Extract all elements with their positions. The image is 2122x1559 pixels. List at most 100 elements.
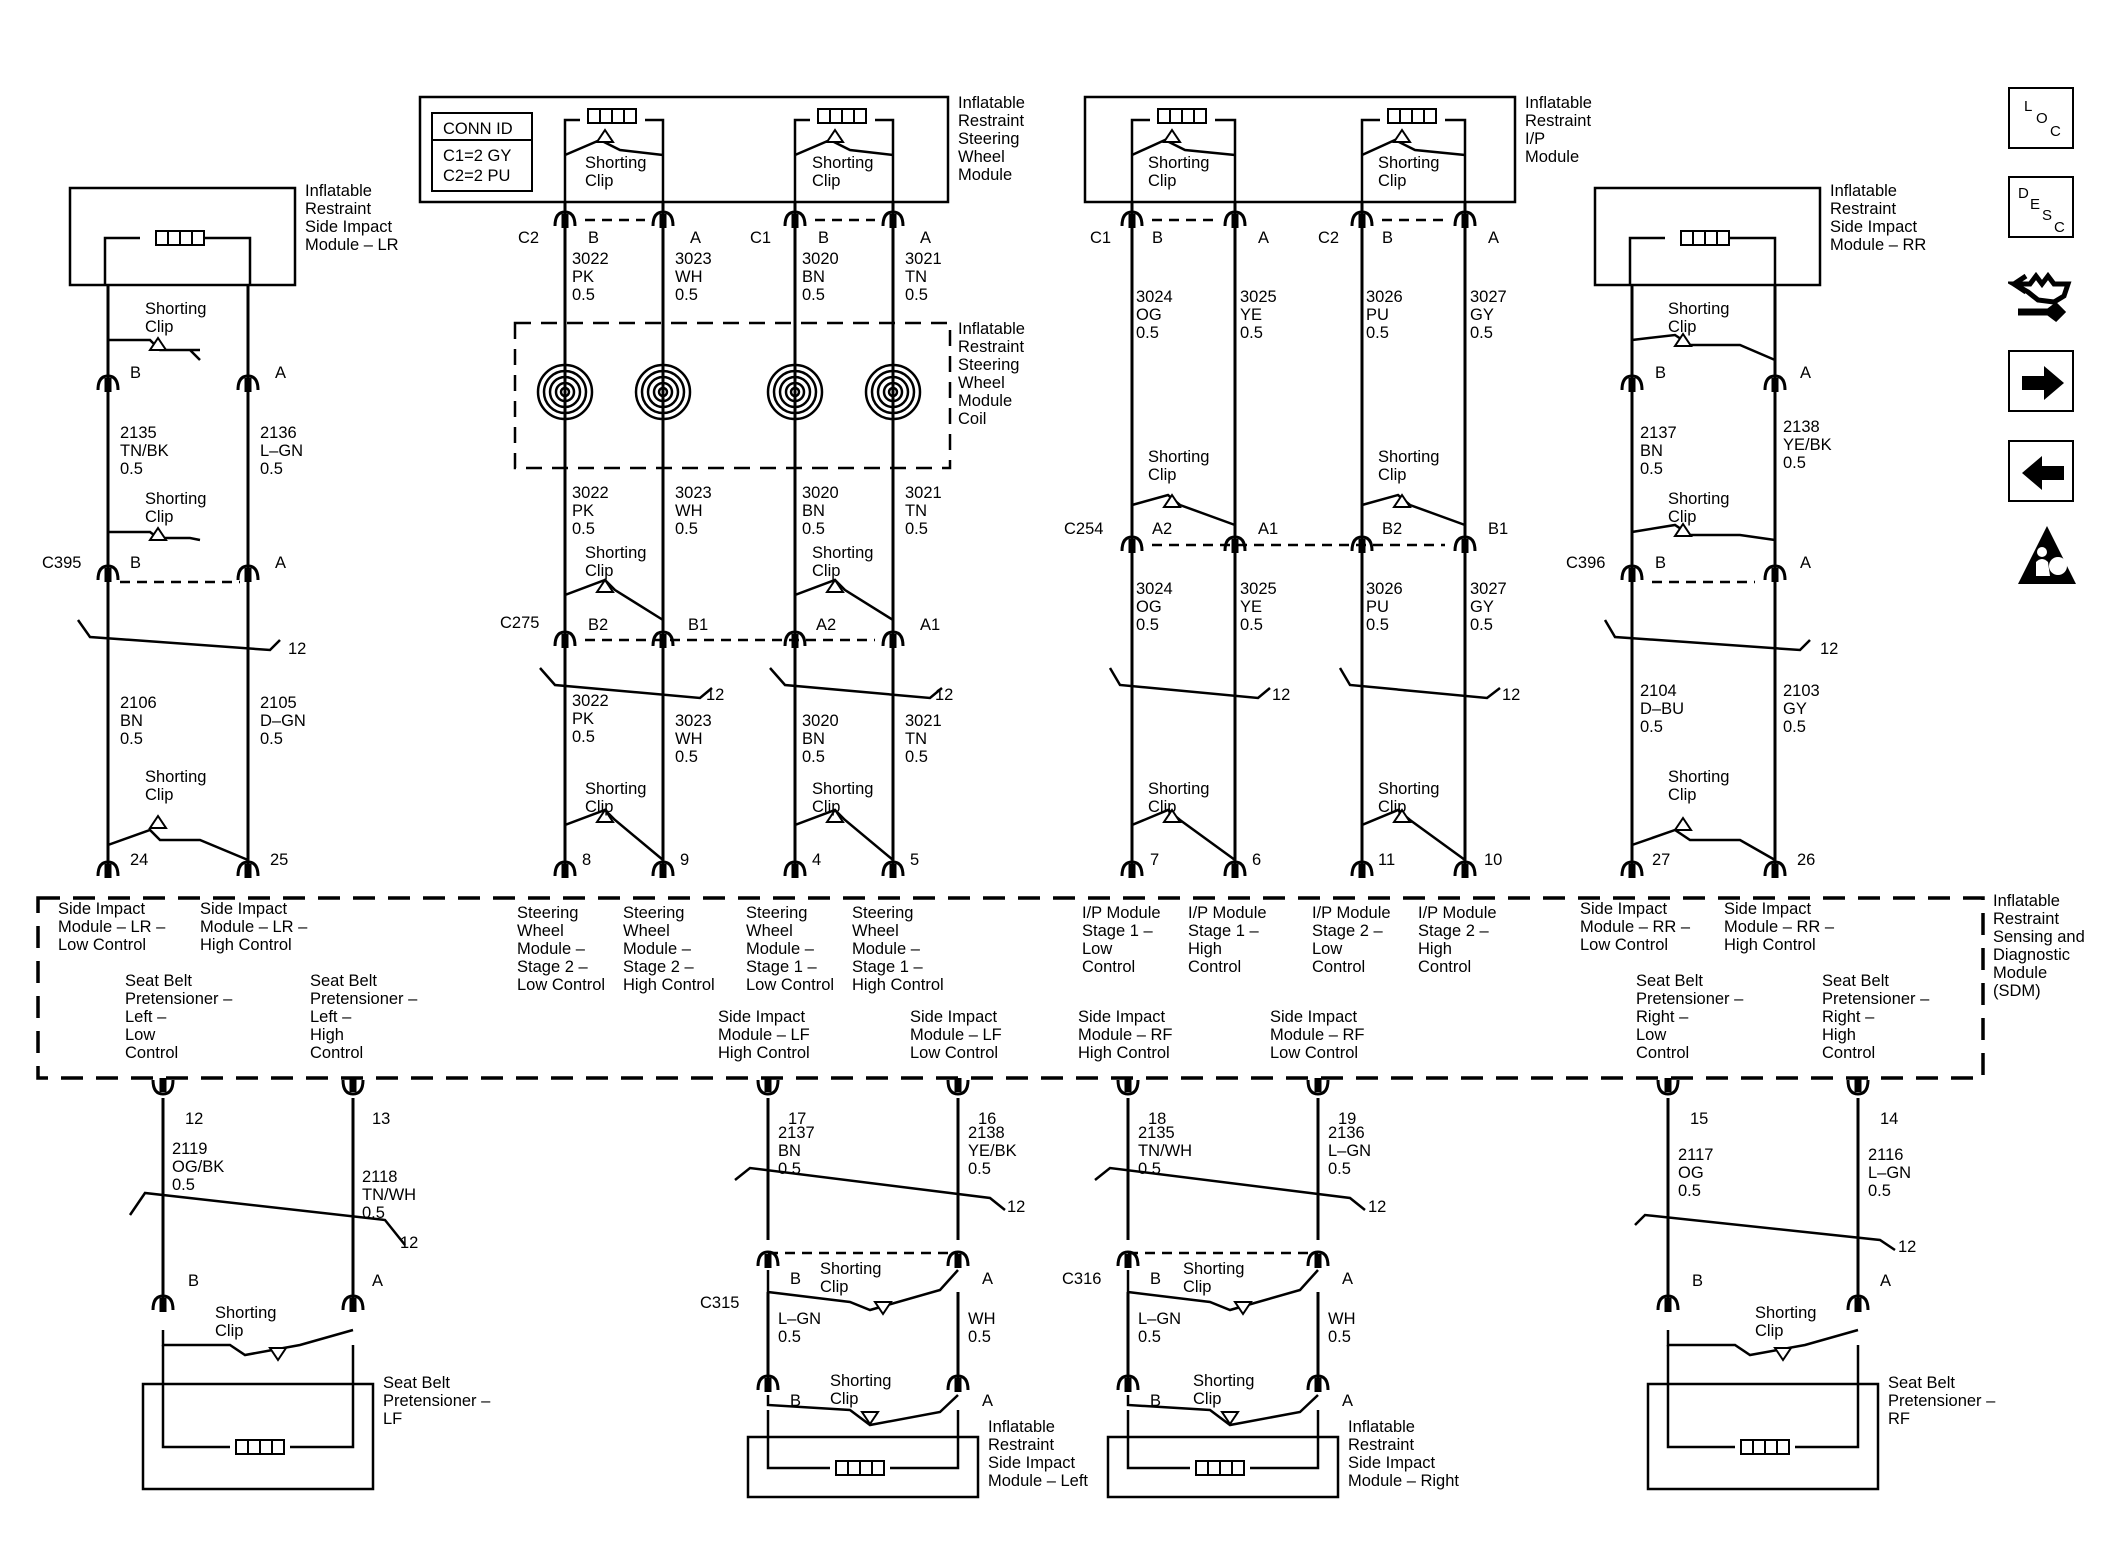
- wire-label: D–GN: [260, 712, 306, 730]
- pin-label: B2: [1382, 520, 1402, 538]
- connector-c1: C1: [1090, 229, 1111, 247]
- desc-icon[interactable]: D E S C: [2008, 176, 2074, 238]
- sdm-function-label: Seat Belt: [125, 972, 192, 990]
- component-title: Wheel: [958, 148, 1005, 166]
- pin-label: B: [790, 1392, 801, 1410]
- sdm-function-label: Side Impact: [200, 900, 288, 918]
- pin-label: A: [690, 229, 701, 247]
- shorting-clip-label: Clip: [1668, 508, 1696, 526]
- pin-label: A: [920, 229, 931, 247]
- component-title: Inflatable: [1348, 1418, 1415, 1436]
- component-title: (SDM): [1993, 982, 2041, 1000]
- sdm-function-label: Module –: [852, 940, 921, 958]
- shorting-clip-label: Clip: [145, 318, 173, 336]
- shorting-clip-label: Shorting: [830, 1372, 891, 1390]
- pin-label: B: [1152, 229, 1163, 247]
- shorting-clip-label: Shorting: [1378, 780, 1439, 798]
- sdm-function-label: Seat Belt: [1636, 972, 1703, 990]
- twisted-pair-label: 12: [706, 686, 724, 704]
- pin-label: A: [1880, 1272, 1891, 1290]
- sdm-function-label: Module – RF: [1270, 1026, 1364, 1044]
- shorting-clip-label: Shorting: [215, 1304, 276, 1322]
- wire-label: 3023: [675, 250, 712, 268]
- wire-label: 2118: [362, 1168, 397, 1186]
- shorting-clip-label: Shorting: [812, 780, 873, 798]
- pin-label: A2: [816, 616, 836, 634]
- wire-label: BN: [120, 712, 143, 730]
- wire-label: L–GN: [1328, 1142, 1371, 1160]
- connector-c1: C1: [750, 229, 771, 247]
- loc-icon[interactable]: L O C: [2008, 87, 2074, 149]
- sdm-function-label: High Control: [718, 1044, 810, 1062]
- wire-label: 3026: [1366, 580, 1403, 598]
- component-title: RF: [1888, 1410, 1910, 1428]
- component-title: Steering: [958, 130, 1019, 148]
- wire-label: 0.5: [802, 748, 825, 766]
- component-title: Restraint: [305, 200, 371, 218]
- pin-label: A1: [1258, 520, 1278, 538]
- component-title: Inflatable: [958, 94, 1025, 112]
- pin-label: A: [1342, 1270, 1353, 1288]
- wire-label: OG: [1136, 598, 1162, 616]
- wire-label: 2104: [1640, 682, 1677, 700]
- sdm-function-label: Module – RF: [1078, 1026, 1172, 1044]
- next-arrow-icon[interactable]: [2008, 350, 2074, 412]
- shorting-clip-label: Shorting: [145, 300, 206, 318]
- previous-arrow-icon[interactable]: [2008, 440, 2074, 502]
- shorting-clip-label: Clip: [145, 786, 173, 804]
- wire-label: PK: [572, 502, 594, 520]
- pin-label: B: [1382, 229, 1393, 247]
- sdm-function-label: Module – LF: [910, 1026, 1002, 1044]
- harness-icon[interactable]: [2004, 262, 2074, 332]
- wire-label: OG: [1136, 306, 1162, 324]
- sdm-function-label: I/P Module: [1082, 904, 1161, 922]
- sdm-function-label: High Control: [852, 976, 944, 994]
- sdm-function-label: Stage 2 –: [517, 958, 588, 976]
- sdm-function-label: Pretensioner –: [125, 990, 233, 1008]
- sdm-function-label: Left –: [310, 1008, 352, 1026]
- wire-label: 0.5: [778, 1160, 801, 1178]
- wire-label: 2136: [1328, 1124, 1365, 1142]
- sdm-function-label: High: [1188, 940, 1222, 958]
- wire-label: 3023: [675, 484, 712, 502]
- wire-label: D–BU: [1640, 700, 1684, 718]
- loc-letter: C: [2050, 123, 2061, 140]
- wire-label: 0.5: [1640, 460, 1663, 478]
- sdm-function-label: Control: [1822, 1044, 1875, 1062]
- pin-number: 27: [1652, 851, 1670, 869]
- shorting-clip-label: Clip: [820, 1278, 848, 1296]
- wire-label: 3022: [572, 692, 609, 710]
- wire-label: 3027: [1470, 580, 1507, 598]
- wire-label: 3022: [572, 484, 609, 502]
- airbag-warning-icon: [2014, 522, 2080, 588]
- wire-label: 2105: [260, 694, 297, 712]
- wire-label: TN/WH: [362, 1186, 416, 1204]
- wire-label: 2137: [1640, 424, 1677, 442]
- pin-label: B1: [1488, 520, 1508, 538]
- pin-number: 16: [978, 1110, 996, 1128]
- shorting-clip-label: Clip: [1755, 1322, 1783, 1340]
- sdm-function-label: Seat Belt: [310, 972, 377, 990]
- sdm-function-label: Stage 1 –: [852, 958, 923, 976]
- wire-label: YE: [1240, 598, 1262, 616]
- sdm-function-label: Low Control: [1270, 1044, 1358, 1062]
- wire-label: 0.5: [1470, 616, 1493, 634]
- wire-label: 3020: [802, 484, 839, 502]
- sdm-function-label: Pretensioner –: [1636, 990, 1744, 1008]
- sdm-function-label: Seat Belt: [1822, 972, 1889, 990]
- loc-letter: L: [2024, 98, 2032, 115]
- component-title: Module – Left: [988, 1472, 1088, 1490]
- shorting-clip-label: Clip: [812, 562, 840, 580]
- shorting-clip-label: Shorting: [1668, 300, 1729, 318]
- pin-label: A2: [1152, 520, 1172, 538]
- shorting-clip-label: Clip: [585, 798, 613, 816]
- pin-label: A: [1342, 1392, 1353, 1410]
- wire-label: 3025: [1240, 288, 1277, 306]
- connector-c396: C396: [1566, 554, 1605, 572]
- pin-number: 13: [372, 1110, 390, 1128]
- shorting-clip-label: Clip: [1378, 466, 1406, 484]
- pin-label: B: [1655, 364, 1666, 382]
- sdm-function-label: Module –: [623, 940, 692, 958]
- wire-label: 0.5: [1366, 324, 1389, 342]
- wire-label: 0.5: [802, 286, 825, 304]
